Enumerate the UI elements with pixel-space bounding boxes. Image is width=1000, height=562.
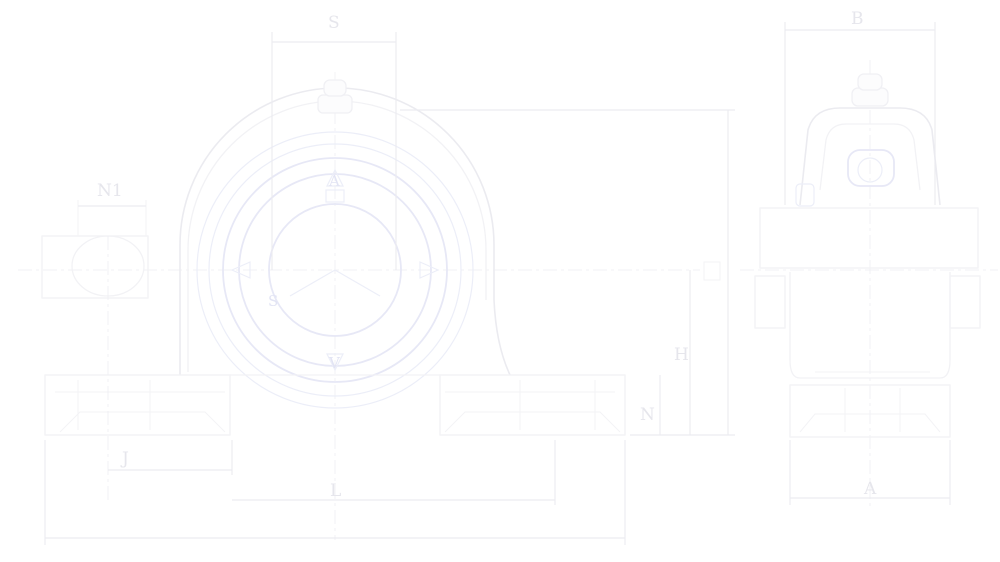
front-view: A V S bbox=[18, 13, 735, 545]
side-housing-top bbox=[799, 107, 941, 206]
outer-ring-1 bbox=[196, 131, 474, 409]
housing-outline bbox=[179, 87, 511, 376]
label-h: H bbox=[674, 345, 689, 365]
label-n1: N1 bbox=[97, 181, 123, 201]
bolt-hole-detail bbox=[41, 200, 149, 500]
side-collar-right bbox=[949, 275, 981, 329]
side-insert-block bbox=[759, 207, 979, 269]
dim-b bbox=[784, 22, 936, 205]
insert-mark-rib: S bbox=[268, 292, 278, 310]
bore-ring bbox=[268, 203, 402, 337]
dim-a bbox=[789, 440, 951, 505]
label-j: J bbox=[120, 449, 129, 469]
side-housing-inner bbox=[819, 123, 921, 191]
insert-mark-top: A bbox=[328, 172, 340, 190]
dim-s bbox=[271, 32, 397, 270]
side-base bbox=[789, 384, 951, 438]
dim-j bbox=[108, 440, 233, 475]
label-n: N bbox=[640, 405, 655, 425]
label-b: B bbox=[851, 9, 864, 29]
housing-base bbox=[44, 374, 626, 436]
grease-nipple bbox=[317, 72, 353, 114]
label-a: A bbox=[863, 479, 877, 499]
outer-ring-2 bbox=[208, 143, 462, 397]
dim-h bbox=[400, 109, 735, 436]
insert-direction-marks bbox=[230, 168, 440, 372]
insert-mark-bottom: V bbox=[328, 354, 341, 372]
side-collar-left bbox=[754, 275, 786, 329]
label-s: S bbox=[328, 13, 340, 33]
label-l: L bbox=[330, 481, 341, 501]
insert-ring bbox=[238, 173, 432, 367]
dim-l bbox=[44, 440, 626, 545]
outer-ring-3 bbox=[222, 157, 448, 383]
side-neck bbox=[789, 272, 951, 379]
side-view: B A bbox=[740, 9, 998, 510]
side-grease-nipple bbox=[851, 73, 889, 107]
